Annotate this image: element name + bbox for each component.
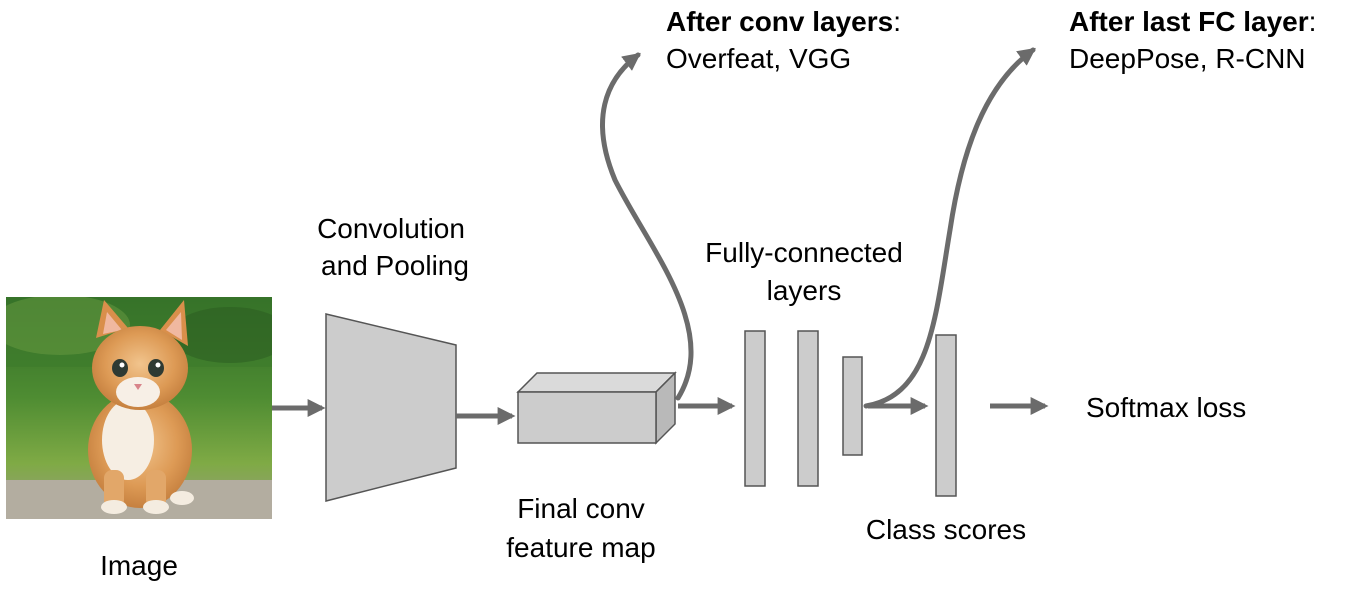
fc-label-line2: layers <box>767 275 842 306</box>
callout-fc-examples: DeepPose, R-CNN <box>1069 43 1306 74</box>
fc-layer-2 <box>797 330 819 487</box>
feature-map-block <box>516 371 677 445</box>
class-scores-block <box>935 334 957 497</box>
callout-fc-title: After last FC layer: <box>1069 6 1316 37</box>
fc-layer-3 <box>842 356 863 456</box>
callout-fc-title-bold: After last FC layer <box>1069 6 1309 37</box>
callout-conv-title-bold: After conv layers <box>666 6 893 37</box>
class-scores-label: Class scores <box>866 514 1026 545</box>
conv-pool-label-line1: Convolution <box>317 213 465 244</box>
conv-pool-block <box>325 313 457 502</box>
feature-map-label-line2: feature map <box>506 532 655 563</box>
callout-conv-colon: : <box>893 6 901 37</box>
fc-layer-1 <box>744 330 766 487</box>
image-label: Image <box>100 550 178 581</box>
fc-label-line1: Fully-connected <box>705 237 903 268</box>
softmax-loss-label: Softmax loss <box>1086 392 1246 423</box>
curved-arrow-after-conv <box>600 52 694 401</box>
callout-conv-title: After conv layers: <box>666 6 901 37</box>
kitten-image <box>6 297 272 519</box>
callout-conv-examples: Overfeat, VGG <box>666 43 851 74</box>
feature-map-label-line1: Final conv <box>517 493 645 524</box>
callout-fc-colon: : <box>1309 6 1317 37</box>
curved-arrow-after-fc <box>863 47 1036 409</box>
conv-pool-label-line2: and Pooling <box>321 250 469 281</box>
